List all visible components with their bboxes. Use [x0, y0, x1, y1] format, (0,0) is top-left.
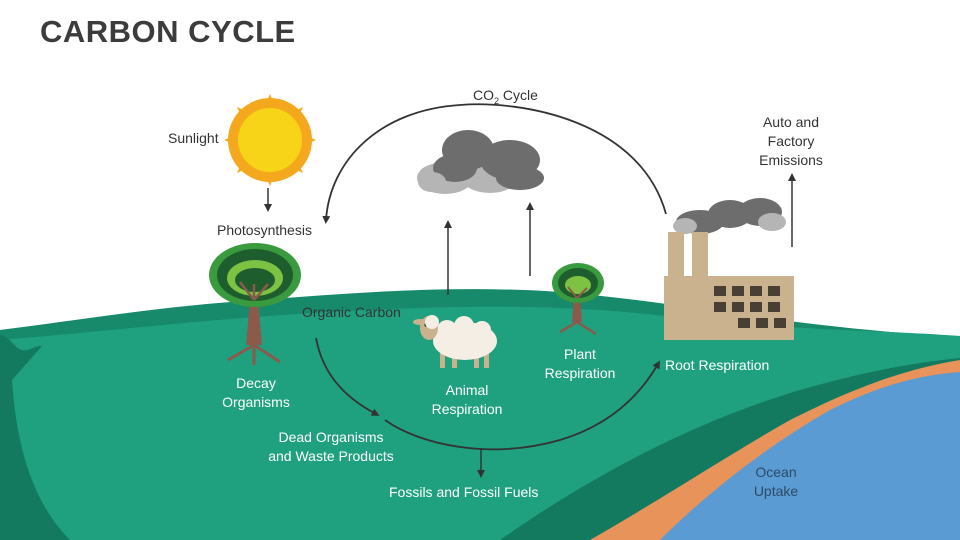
co2-cycle-label: CO2 Cycle — [473, 87, 538, 106]
left-dark-hill — [0, 335, 70, 540]
sun-icon — [224, 94, 316, 186]
ocean-uptake-label: Ocean Uptake — [753, 464, 799, 499]
factory-icon — [664, 198, 794, 340]
decay-organisms-label: Decay Organisms — [222, 375, 290, 410]
photosynthesis-label: Photosynthesis — [217, 222, 312, 238]
page-title: CARBON CYCLE — [40, 14, 296, 49]
co2-cycle-arc — [322, 103, 667, 224]
auto-factory-emissions-label: Auto and Factory Emissions — [759, 114, 823, 168]
plant-respiration-label: Plant Respiration — [544, 346, 616, 381]
small-tree-icon — [552, 263, 604, 336]
animal-respiration-label: Animal Respiration — [431, 382, 503, 417]
root-respiration-label: Root Respiration — [665, 357, 770, 373]
sheep-icon — [413, 315, 497, 368]
fossil-fuels-label: Fossils and Fossil Fuels — [389, 484, 539, 500]
dead-organisms-label: Dead Organisms and Waste Products — [268, 429, 394, 464]
organic-carbon-label: Organic Carbon — [302, 304, 401, 320]
ocean — [660, 372, 960, 540]
tree-icon — [209, 243, 301, 365]
sunlight-label: Sunlight — [168, 130, 219, 146]
underground-cycle-arc — [384, 360, 661, 451]
cloud-icon — [417, 130, 544, 194]
organic-carbon-arrow — [315, 337, 380, 416]
